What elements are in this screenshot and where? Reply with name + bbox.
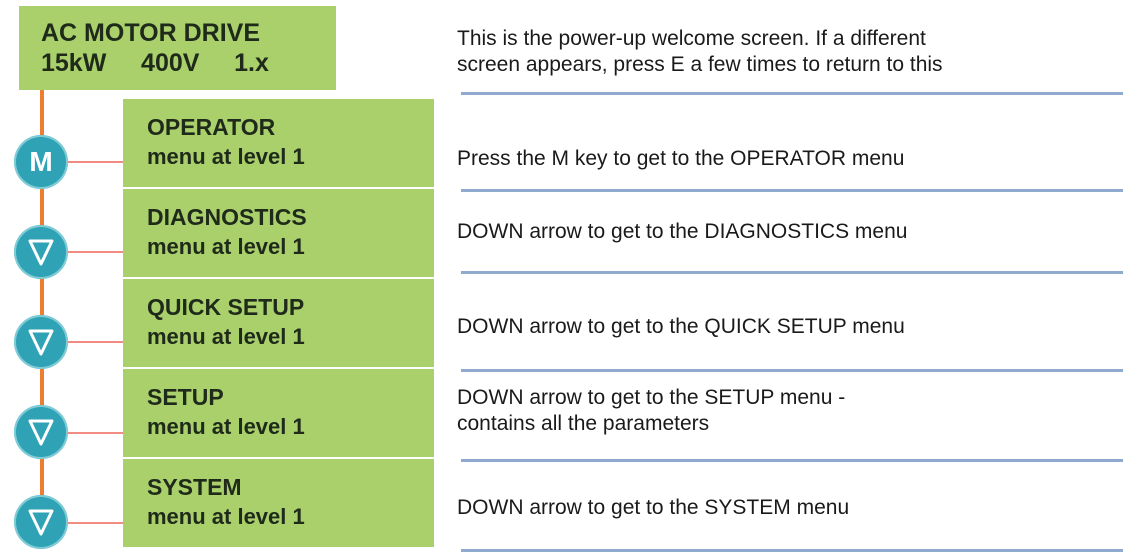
menu-title: DIAGNOSTICS bbox=[147, 204, 307, 230]
connector-line bbox=[40, 457, 44, 499]
down-arrow-key-icon[interactable] bbox=[14, 405, 68, 459]
down-arrow-icon bbox=[28, 329, 54, 356]
connector-branch bbox=[60, 251, 124, 253]
step-description: DOWN arrow to get to the QUICK SETUP men… bbox=[457, 315, 905, 338]
menu-subtitle: menu at level 1 bbox=[147, 234, 305, 259]
welcome-display: AC MOTOR DRIVE 15kW 400V 1.x bbox=[19, 6, 336, 90]
connector-branch bbox=[60, 432, 124, 434]
down-arrow-key-icon[interactable] bbox=[14, 495, 68, 549]
step-description: DOWN arrow to get to the DIAGNOSTICS men… bbox=[457, 220, 908, 243]
menu-display-setup: SETUP menu at level 1 bbox=[123, 369, 434, 457]
connector-branch bbox=[60, 522, 124, 524]
connector-branch bbox=[60, 161, 124, 163]
down-arrow-icon bbox=[28, 509, 54, 536]
connector-line bbox=[40, 276, 44, 318]
connector-line bbox=[40, 186, 44, 228]
welcome-description: This is the power-up welcome screen. If … bbox=[457, 27, 943, 76]
connector-line bbox=[40, 366, 44, 409]
m-key-icon[interactable]: M bbox=[14, 135, 68, 189]
welcome-line-2: 15kW 400V 1.x bbox=[41, 49, 269, 77]
separator bbox=[461, 459, 1123, 462]
step-description: Press the M key to get to the OPERATOR m… bbox=[457, 147, 905, 170]
menu-display-diagnostics: DIAGNOSTICS menu at level 1 bbox=[123, 189, 434, 277]
separator bbox=[461, 549, 1123, 552]
connector-line bbox=[40, 90, 44, 138]
separator bbox=[461, 271, 1123, 274]
menu-title: OPERATOR bbox=[147, 114, 276, 140]
separator bbox=[461, 189, 1123, 192]
separator bbox=[461, 369, 1123, 372]
separator bbox=[461, 92, 1123, 95]
welcome-line-1: AC MOTOR DRIVE bbox=[41, 19, 260, 47]
menu-display-operator: OPERATOR menu at level 1 bbox=[123, 99, 434, 187]
step-description: DOWN arrow to get to the SYSTEM menu bbox=[457, 496, 850, 519]
menu-title: QUICK SETUP bbox=[147, 294, 305, 320]
down-arrow-icon bbox=[28, 239, 54, 266]
down-arrow-key-icon[interactable] bbox=[14, 225, 68, 279]
menu-subtitle: menu at level 1 bbox=[147, 144, 305, 169]
m-key-label: M bbox=[29, 146, 53, 177]
menu-title: SYSTEM bbox=[147, 474, 242, 500]
menu-subtitle: menu at level 1 bbox=[147, 504, 305, 529]
menu-display-quick-setup: QUICK SETUP menu at level 1 bbox=[123, 279, 434, 367]
connector-branch bbox=[60, 341, 124, 343]
down-arrow-icon bbox=[28, 419, 54, 446]
step-description: DOWN arrow to get to the SETUP menu - co… bbox=[457, 386, 846, 435]
menu-subtitle: menu at level 1 bbox=[147, 414, 305, 439]
menu-subtitle: menu at level 1 bbox=[147, 324, 305, 349]
menu-title: SETUP bbox=[147, 384, 224, 410]
menu-display-system: SYSTEM menu at level 1 bbox=[123, 459, 434, 547]
down-arrow-key-icon[interactable] bbox=[14, 315, 68, 369]
